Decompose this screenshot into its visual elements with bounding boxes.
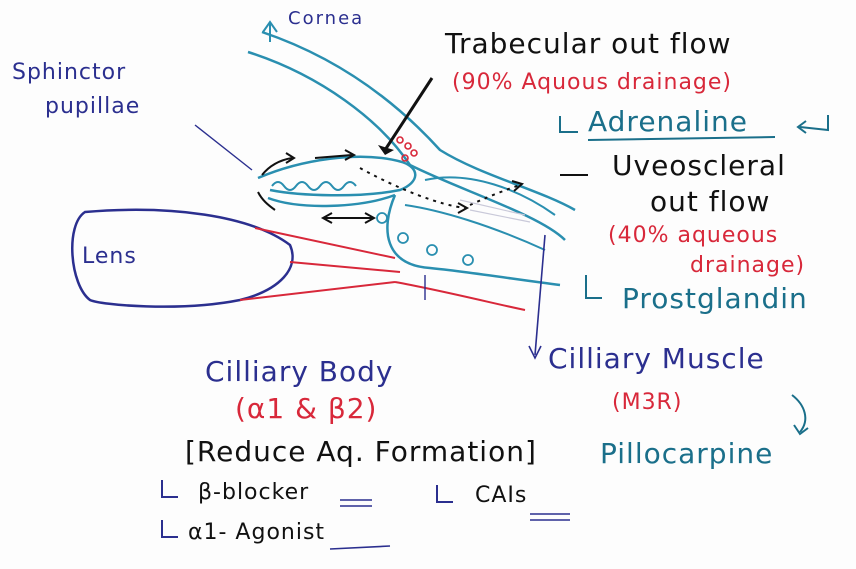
cais-label: CAIs <box>475 485 527 507</box>
zonule-middle <box>290 262 400 272</box>
ciliary-inner-line <box>405 205 545 250</box>
cilliary-body-receptors: (α1 & β2) <box>235 395 377 423</box>
prostglandin-hook <box>586 275 602 298</box>
alpha-agonist-underline <box>330 546 390 549</box>
sphinctor-label-line1: Sphinctor <box>12 62 126 84</box>
cais-hook <box>437 485 453 502</box>
alpha-agonist-label: α1- Agonist <box>188 522 325 544</box>
adrenaline-hook <box>560 116 578 132</box>
ciliary-process-3 <box>427 245 437 255</box>
ciliary-process-1 <box>377 213 387 223</box>
uveoscleral-note-line2: drainage) <box>690 255 805 277</box>
uveoscleral-label-line1: Uveoscleral <box>612 152 786 180</box>
beta-blocker-underline <box>340 500 372 506</box>
cais-underline <box>530 514 570 520</box>
trabecular-drainage-note: (90% Aquous drainage) <box>452 72 732 94</box>
trabecular-pointer <box>385 78 432 150</box>
uveoscleral-streak-2 <box>470 210 530 222</box>
sphincter-wavy <box>272 182 356 190</box>
zonule-upper <box>255 228 395 258</box>
prostglandin-label: Prostglandin <box>622 285 808 313</box>
cornea-label: Cornea <box>288 10 364 28</box>
ciliary-process-2 <box>398 233 408 243</box>
uveoscleral-streak-1 <box>460 200 525 215</box>
sphinctor-pointer <box>195 125 252 170</box>
uveoscleral-dotted-arrowhead <box>458 203 467 213</box>
flow-arrow-3 <box>258 192 275 210</box>
uveoscleral-label-line2: out flow <box>650 188 770 216</box>
iris-lower <box>268 195 395 206</box>
trabecular-mesh-2 <box>405 143 411 149</box>
cilliary-body-label: Cilliary Body <box>205 358 394 386</box>
ciliary-process-4 <box>463 255 473 265</box>
beta-blocker-label: β-blocker <box>198 482 309 504</box>
uveoscleral-note-line1: (40% aqueous <box>608 225 778 247</box>
reduce-aq-formation-label: [Reduce Aq. Formation] <box>185 438 537 466</box>
ciliary-muscle-red-line <box>395 282 525 310</box>
pillocarpine-label: Pillocarpine <box>600 440 773 468</box>
uveoscleral-dotted-path <box>360 168 465 208</box>
ciliary-body-outline <box>387 195 560 285</box>
lens-label: Lens <box>82 246 137 268</box>
trabecular-mesh-1 <box>397 137 403 143</box>
trabecular-outflow-label: Trabecular out flow <box>445 30 732 58</box>
sphinctor-label-line2: pupillae <box>45 96 140 118</box>
ciliary-muscle-pointer <box>535 235 545 355</box>
alpha-agonist-hook <box>162 520 178 537</box>
sclera-line <box>425 177 555 215</box>
m3r-label: (M3R) <box>612 392 682 414</box>
trabecular-mesh-3 <box>411 150 417 156</box>
cilliary-muscle-label: Cilliary Muscle <box>548 345 765 373</box>
beta-blocker-hook <box>162 480 178 497</box>
adrenaline-label: Adrenaline <box>588 108 748 136</box>
